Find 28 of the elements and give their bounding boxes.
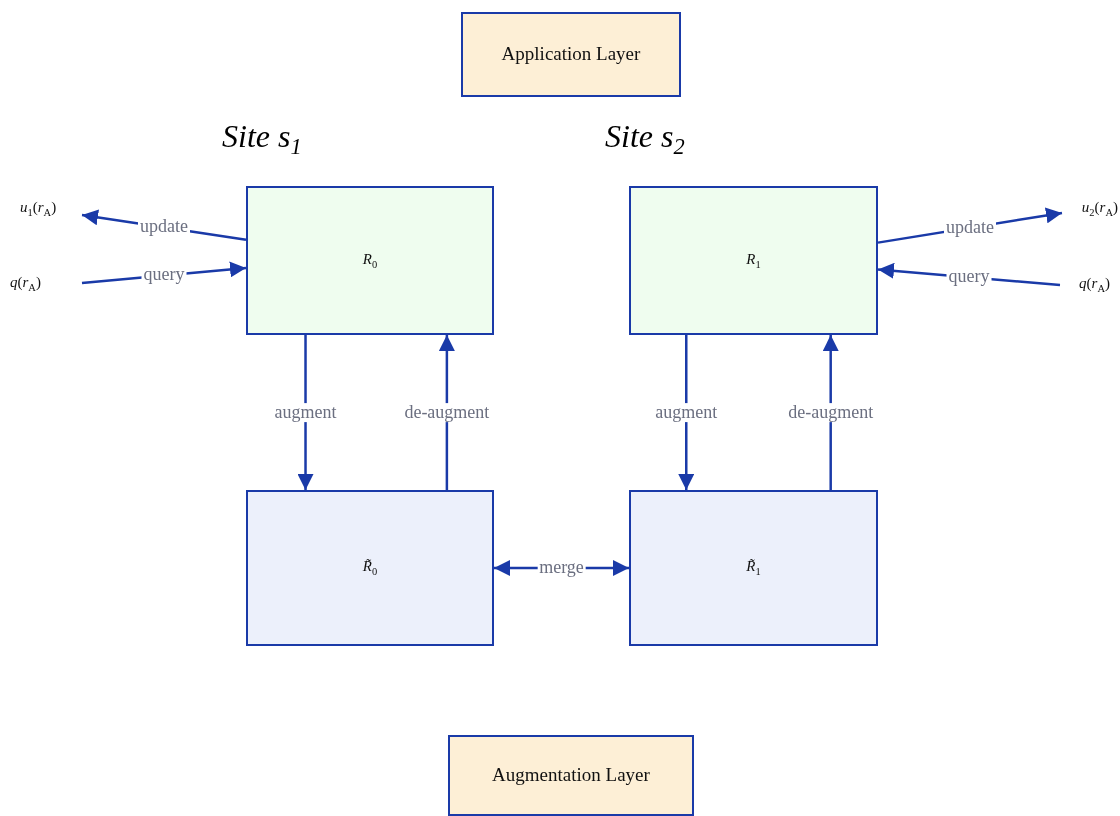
relation-box	[246, 490, 494, 646]
edge-label: augment	[653, 402, 720, 423]
layer-label: Augmentation Layer	[492, 765, 650, 786]
edge-label: update	[944, 217, 996, 238]
arrow	[678, 335, 695, 490]
relation-label: R̃$_{0}$	[362, 558, 378, 578]
layer-box	[461, 12, 681, 97]
edge-label: de-augment	[402, 402, 492, 423]
arrow	[438, 335, 455, 490]
edge-label: de-augment	[786, 402, 876, 423]
site-heading: Site s$_{2}$	[605, 118, 685, 161]
relation-box	[246, 186, 494, 335]
formula-label: q(r$_{A}$)	[1079, 275, 1110, 295]
relation-label: R$_{1}$	[746, 250, 761, 271]
edge-label: update	[138, 217, 190, 238]
arrow	[822, 335, 839, 490]
site-heading: Site s$_{1}$	[222, 118, 302, 161]
relation-label: R̃$_{1}$	[746, 558, 761, 578]
relation-box	[629, 490, 878, 646]
relation-label: R$_{0}$	[362, 250, 378, 271]
edge-label: augment	[272, 402, 339, 423]
layer-label: Application Layer	[501, 44, 641, 65]
formula-label: q(r$_{A}$)	[10, 274, 41, 294]
relation-box	[629, 186, 878, 335]
formula-label: u$_{1}$(r$_{A}$)	[20, 199, 57, 219]
formula-label: u$_{2}$(r$_{A}$)	[1081, 199, 1118, 219]
arrow	[297, 335, 314, 490]
layer-box	[448, 735, 694, 816]
